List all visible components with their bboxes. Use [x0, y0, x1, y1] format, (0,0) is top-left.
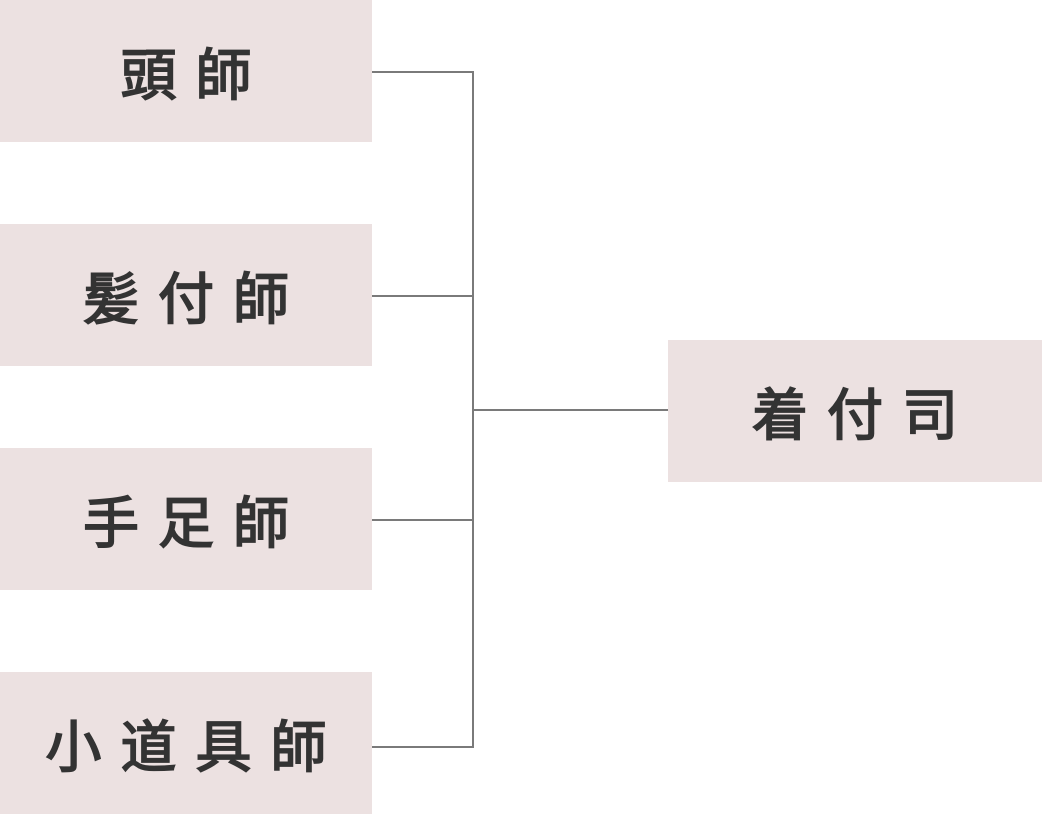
node-label: 頭師: [120, 42, 271, 109]
node-hands-feet-maker: 手足師: [0, 448, 372, 590]
node-label: 手足師: [82, 490, 309, 557]
node-costume-dresser: 着付司: [668, 340, 1042, 482]
node-hair-dresser: 髪付師: [0, 224, 372, 366]
node-props-maker: 小道具師: [0, 672, 372, 814]
node-label: 着付司: [751, 382, 978, 449]
node-head-maker: 頭師: [0, 0, 372, 142]
node-label: 髪付師: [82, 266, 309, 333]
node-label: 小道具師: [45, 714, 346, 781]
